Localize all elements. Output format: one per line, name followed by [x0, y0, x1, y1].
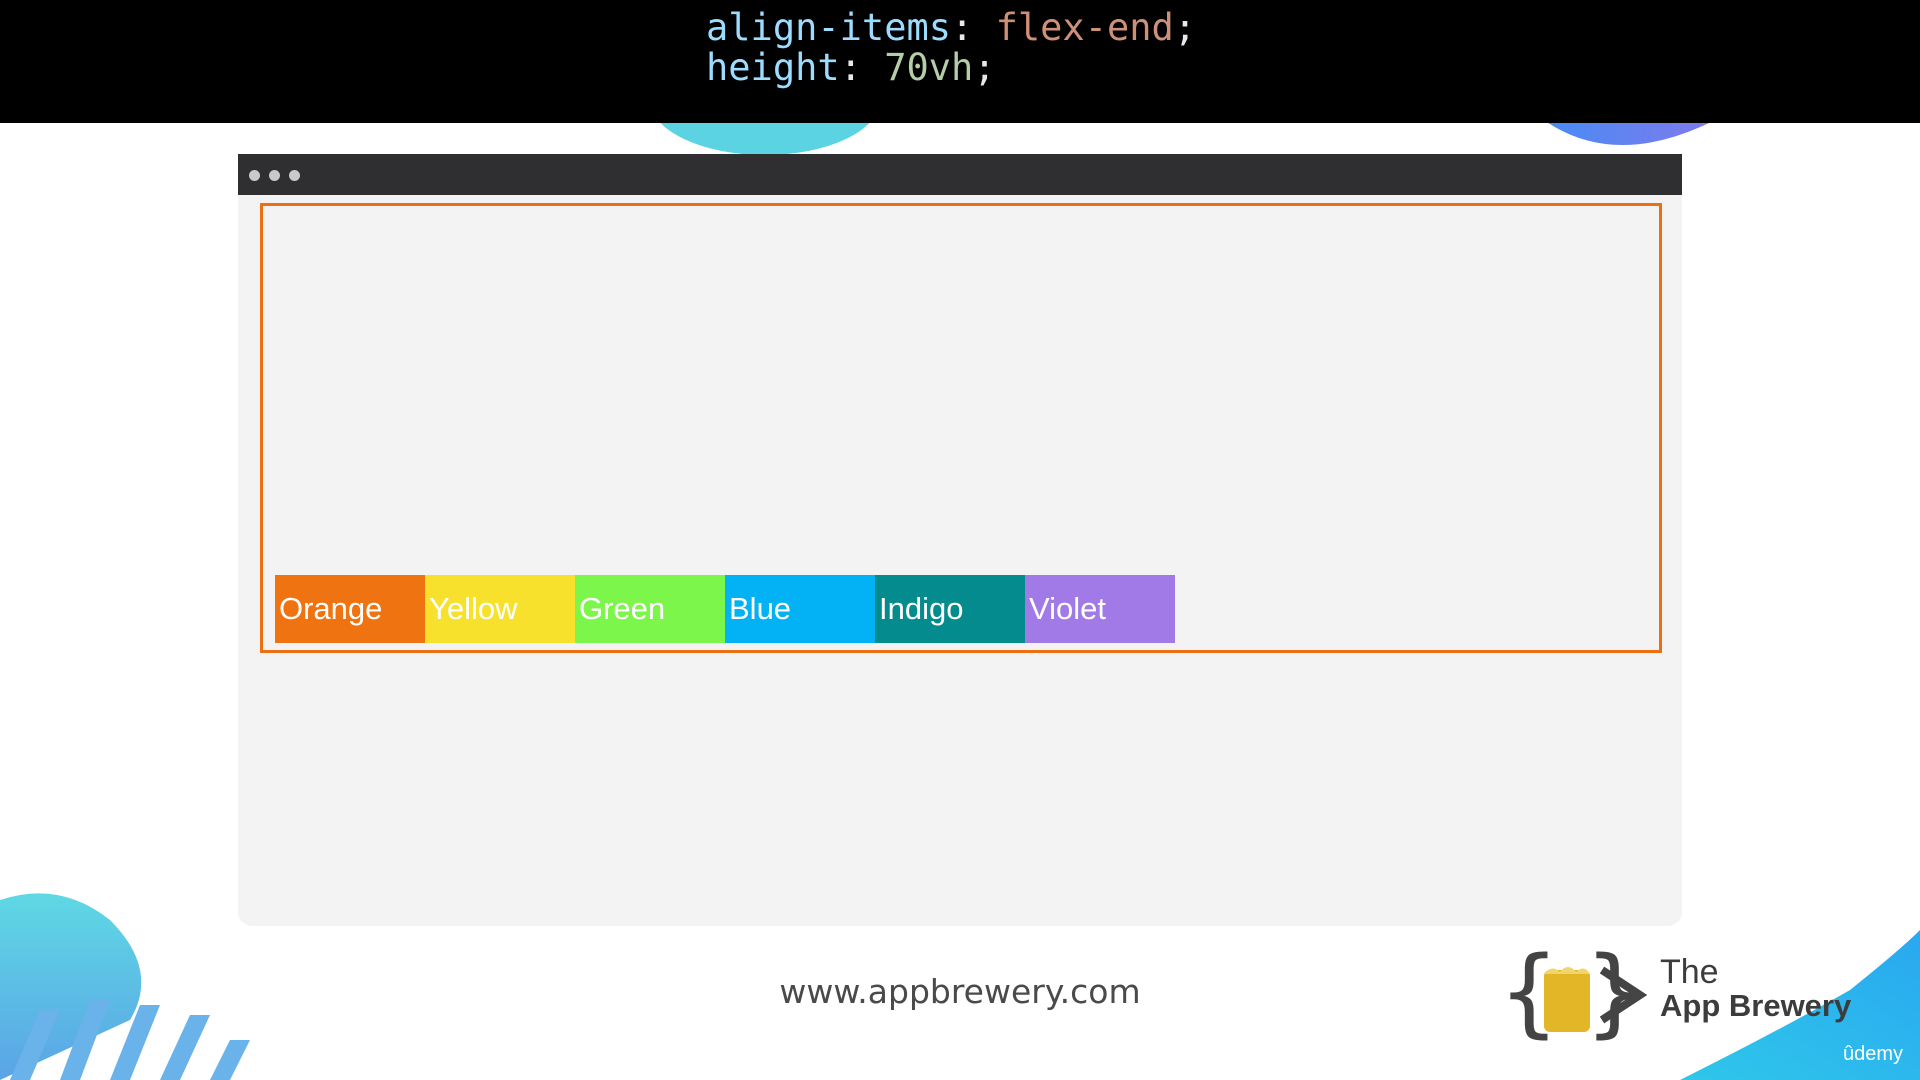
- flex-container: Orange Yellow Green Blue Indigo Violet: [260, 203, 1662, 653]
- logo-text-name: App Brewery: [1660, 988, 1852, 1023]
- window-dot-icon[interactable]: [269, 170, 280, 181]
- code-colon: :: [839, 46, 885, 89]
- code-semicolon: ;: [973, 46, 996, 89]
- window-dot-icon[interactable]: [249, 170, 260, 181]
- flex-item: Blue: [725, 575, 875, 643]
- footer-url[interactable]: www.appbrewery.com: [779, 972, 1141, 1011]
- decorative-blob-bottom-right: [1680, 930, 1920, 1080]
- flex-item: Yellow: [425, 575, 575, 643]
- code-semicolon: ;: [1173, 6, 1197, 49]
- code-value: 70vh: [884, 46, 974, 89]
- flex-item: Violet: [1025, 575, 1175, 643]
- udemy-watermark: ûdemy: [1843, 1043, 1904, 1065]
- flex-item-label: Violet: [1029, 591, 1106, 626]
- app-brewery-logo-icon: { }: [1500, 940, 1648, 1048]
- code-property: align-items: [706, 6, 952, 49]
- code-value: flex-end: [995, 6, 1174, 49]
- code-colon: :: [951, 6, 996, 49]
- flex-items-row: Orange Yellow Green Blue Indigo Violet: [275, 575, 1175, 643]
- window-dot-icon[interactable]: [289, 170, 300, 181]
- code-snippet: align-items: flex-end; height: 70vh;: [706, 8, 1196, 88]
- code-property: height: [706, 46, 840, 89]
- code-snippet-bar: align-items: flex-end; height: 70vh;: [0, 0, 1920, 123]
- decorative-blob-bottom-left: [0, 893, 250, 1080]
- code-line-1: align-items: flex-end;: [706, 6, 1196, 49]
- flex-item-label: Orange: [279, 591, 383, 626]
- flex-item-label: Indigo: [879, 591, 964, 626]
- code-line-2: height: 70vh;: [706, 46, 996, 89]
- logo-text-the: The: [1660, 953, 1719, 991]
- flex-item-label: Yellow: [429, 591, 518, 626]
- flex-item-label: Green: [579, 591, 666, 626]
- flex-item: Green: [575, 575, 725, 643]
- flex-item: Orange: [275, 575, 425, 643]
- flex-item-label: Blue: [729, 591, 792, 626]
- window-titlebar: [238, 154, 1682, 195]
- browser-window: Orange Yellow Green Blue Indigo Violet: [238, 154, 1682, 926]
- flex-item: Indigo: [875, 575, 1025, 643]
